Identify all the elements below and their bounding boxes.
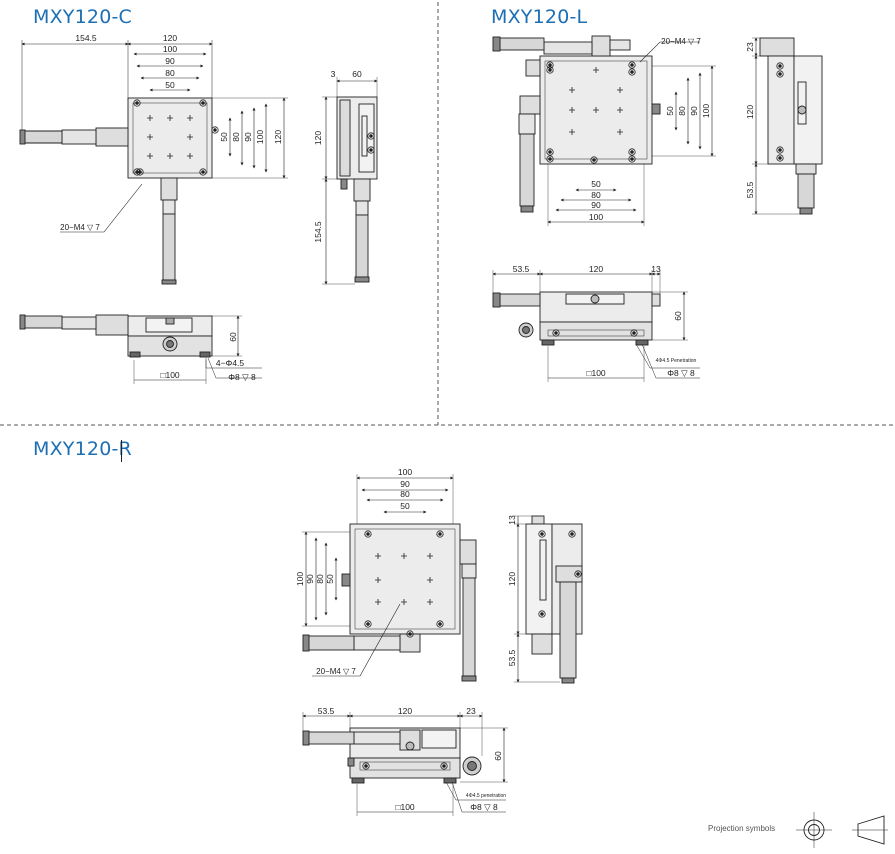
dim-r-90: 90 — [400, 479, 410, 489]
dim-r-100: 100 — [398, 467, 412, 477]
dim-c-50: 50 — [165, 80, 175, 90]
l-side-dim-labels: 23 120 53.5 — [745, 42, 755, 198]
l-top-dim-labels: 20−M4 ▽ 7 50 80 90 100 50 80 90 100 — [589, 37, 711, 222]
c-side-dim-labels: 3 60 120 154.5 — [313, 69, 362, 243]
c-top-view — [19, 40, 288, 285]
dim-c-r90: 90 — [243, 132, 253, 142]
c-top-callout: 20−M4 ▽ 7 — [60, 223, 100, 232]
dim-c-side-3: 3 — [331, 69, 336, 79]
dim-r-l50: 50 — [325, 574, 335, 584]
r-side-view — [514, 515, 583, 684]
title-mxy120-l: MXY120-L — [491, 6, 588, 28]
title-mxy120-c: MXY120-C — [33, 6, 133, 28]
dim-r-front-53-5: 53.5 — [318, 706, 335, 716]
dim-l-b80: 80 — [591, 190, 601, 200]
dim-l-r90: 90 — [689, 106, 699, 116]
dim-r-side-120: 120 — [507, 572, 517, 586]
dim-r-front-23: 23 — [466, 706, 476, 716]
l-top-view — [492, 35, 716, 226]
title-mxy120-r[interactable]: MXY120-R — [33, 438, 132, 460]
dim-l-b90: 90 — [591, 200, 601, 210]
r-front-holes: 4Φ4.5 penetration — [466, 793, 506, 799]
dim-c-r120: 120 — [273, 130, 283, 144]
dim-c-r80: 80 — [231, 132, 241, 142]
dim-l-r50: 50 — [665, 106, 675, 116]
dim-l-front-100: □100 — [586, 368, 606, 378]
dim-c-r50: 50 — [219, 132, 229, 142]
dim-r-front-60: 60 — [493, 751, 503, 761]
l-front-view — [492, 270, 700, 382]
dim-l-side-23: 23 — [745, 42, 755, 52]
r-side-dim-labels: 13 120 53.5 — [507, 515, 517, 666]
l-side-view — [752, 37, 823, 215]
dim-r-l90: 90 — [305, 574, 315, 584]
r-top-view — [302, 474, 477, 682]
dim-l-side-120: 120 — [745, 105, 755, 119]
dim-l-front-53-5: 53.5 — [513, 264, 530, 274]
c-front-dim-labels: 60 □100 4−Φ4.5 Φ8 ▽ 8 — [160, 332, 256, 382]
dim-c-front-60: 60 — [228, 332, 238, 342]
dim-c-side-60: 60 — [352, 69, 362, 79]
dim-c-90: 90 — [165, 56, 175, 66]
c-front-holes: 4−Φ4.5 — [216, 358, 245, 368]
projection-symbols-label: Projection symbols — [708, 824, 776, 833]
l-front-dim-labels: 53.5 120 13 60 □100 4Φ4.5 Penetration Φ8… — [513, 264, 697, 378]
dim-l-front-60: 60 — [673, 311, 683, 321]
c-top-body — [127, 97, 213, 179]
dim-c-front-100: □100 — [160, 370, 180, 380]
dim-c-80: 80 — [165, 68, 175, 78]
projection-symbol — [796, 812, 888, 848]
dim-r-front-120: 120 — [398, 706, 412, 716]
dim-l-b50: 50 — [591, 179, 601, 189]
dim-l-r80: 80 — [677, 106, 687, 116]
dim-r-side-13: 13 — [507, 515, 517, 525]
c-x-micrometer-body — [95, 127, 129, 147]
text-cursor — [121, 440, 122, 462]
dim-c-100: 100 — [163, 44, 177, 54]
r-front-view — [302, 712, 508, 816]
dim-c-120: 120 — [163, 33, 177, 43]
dim-c-side-120: 120 — [313, 131, 323, 145]
c-y-micrometer-body — [160, 177, 178, 201]
dim-r-l100: 100 — [295, 572, 305, 586]
c-front-cbore: Φ8 ▽ 8 — [228, 372, 256, 382]
dim-r-50: 50 — [400, 501, 410, 511]
dim-c-r100: 100 — [255, 130, 265, 144]
dim-c-side-154-5: 154.5 — [313, 221, 323, 243]
c-top-dim-labels: 154.5 120 100 90 80 50 50 80 90 100 120 … — [60, 33, 283, 232]
dim-r-80: 80 — [400, 489, 410, 499]
r-front-cbore: Φ8 ▽ 8 — [470, 802, 498, 812]
l-front-cbore: Φ8 ▽ 8 — [667, 368, 695, 378]
dim-l-r100: 100 — [701, 104, 711, 118]
dim-l-front-120: 120 — [589, 264, 603, 274]
dim-c-154-5: 154.5 — [75, 33, 97, 43]
dim-r-front-100: □100 — [395, 802, 415, 812]
r-top-dim-labels: 100 90 80 50 100 90 80 50 20−M4 ▽ 7 — [295, 467, 412, 676]
dim-r-l80: 80 — [315, 574, 325, 584]
dim-l-side-53-5: 53.5 — [745, 181, 755, 198]
dim-r-side-53-5: 53.5 — [507, 649, 517, 666]
c-front-view — [19, 314, 262, 384]
r-front-dim-labels: 53.5 120 23 60 □100 4Φ4.5 penetration Φ8… — [318, 706, 507, 812]
l-top-callout: 20−M4 ▽ 7 — [661, 37, 701, 46]
l-front-holes: 4Φ4.5 Penetration — [656, 358, 697, 364]
r-top-callout: 20−M4 ▽ 7 — [316, 667, 356, 676]
dim-l-front-13: 13 — [651, 264, 661, 274]
c-side-view — [322, 77, 378, 285]
dim-l-b100: 100 — [589, 212, 603, 222]
